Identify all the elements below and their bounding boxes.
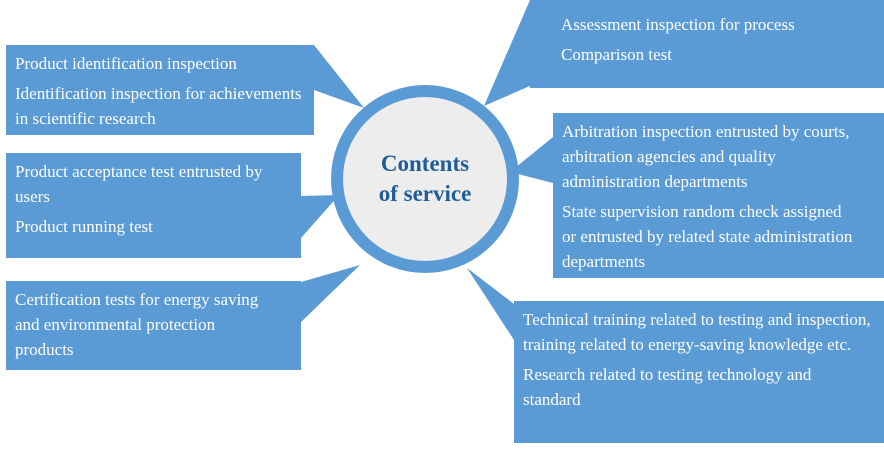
connector-box-1: [314, 45, 364, 108]
service-item: Identification inspection for achievemen…: [15, 84, 302, 128]
service-item: Product acceptance test entrusted by use…: [15, 162, 263, 206]
connector-box-5: [510, 137, 553, 183]
service-item: Arbitration inspection entrusted by cour…: [562, 122, 850, 191]
service-box-training: Technical training related to testing an…: [514, 301, 884, 443]
service-item: Comparison test: [561, 45, 672, 64]
service-item: Product identification inspection: [15, 54, 237, 73]
service-item: Certification tests for energy saving an…: [15, 290, 259, 359]
center-hub: Contents of service: [331, 85, 519, 273]
connector-box-2: [301, 195, 339, 238]
service-item: Research related to testing technology a…: [523, 365, 812, 409]
service-item: Assessment inspection for process: [561, 15, 795, 34]
connector-box-3: [301, 265, 360, 322]
service-item: Technical training related to testing an…: [523, 310, 871, 354]
service-item: State supervision random check assigned …: [562, 202, 853, 271]
service-box-assessment: Assessment inspection for process Compar…: [530, 0, 884, 88]
service-box-arbitration: Arbitration inspection entrusted by cour…: [553, 113, 884, 278]
center-title-line-1: Contents: [380, 151, 470, 176]
center-title-line-2: of service: [378, 181, 472, 206]
connector-box-6: [467, 268, 514, 340]
service-box-identification: Product identification inspection Identi…: [6, 45, 314, 135]
service-item: Product running test: [15, 217, 153, 236]
service-box-acceptance: Product acceptance test entrusted by use…: [6, 153, 301, 258]
service-box-certification: Certification tests for energy saving an…: [6, 281, 301, 370]
